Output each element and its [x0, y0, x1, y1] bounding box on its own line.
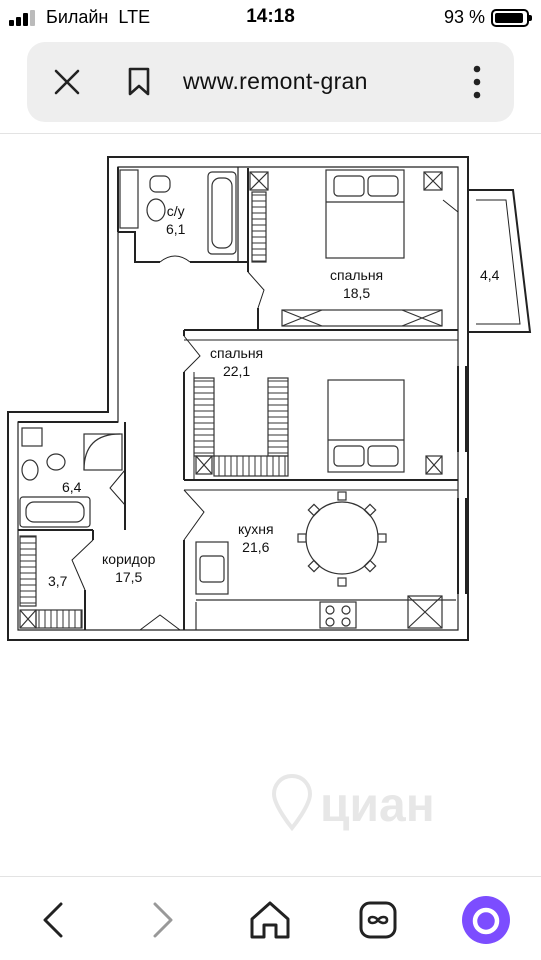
more-menu-icon[interactable]: [462, 62, 492, 102]
room-kitchen: кухня 21,6: [238, 520, 274, 556]
home-icon[interactable]: [245, 895, 295, 945]
room-area: 6,4: [62, 479, 82, 495]
room-name: с/у: [166, 203, 185, 219]
location-pin-icon: [271, 773, 313, 832]
alice-assistant-icon[interactable]: [461, 895, 511, 945]
room-balcony: 4,4: [480, 266, 499, 284]
room-area: 3,7: [48, 573, 68, 589]
url-text[interactable]: www.remont-gran: [183, 68, 368, 94]
room-bathroom-1: с/у 6,1: [166, 202, 185, 238]
signal-strength-icon: [9, 10, 41, 26]
room-bathroom-2: 6,4: [62, 478, 81, 496]
room-area: 21,6: [242, 539, 270, 555]
room-bedroom-2: спальня 22,1: [210, 344, 263, 380]
network-type: LTE: [118, 7, 151, 27]
room-area: 17,5: [115, 569, 143, 585]
room-area: 18,5: [342, 285, 371, 301]
address-bar[interactable]: www.remont-gran: [27, 42, 514, 122]
room-name: спальня: [330, 267, 384, 283]
bookmark-icon[interactable]: [119, 62, 159, 102]
room-area: 4,4: [480, 267, 500, 283]
room-area: 22,1: [222, 363, 251, 379]
room-name: кухня: [238, 521, 274, 537]
status-bar: Билайн LTE 14:18 93 %: [0, 0, 541, 36]
status-time: 14:18: [246, 6, 295, 27]
carrier-name: Билайн: [46, 7, 109, 27]
room-bedroom-1: спальня 18,5: [330, 266, 383, 302]
floor-plan-drawing: [7, 156, 532, 641]
divider: [0, 133, 541, 134]
tabs-icon[interactable]: [353, 895, 403, 945]
carrier-label: Билайн LTE: [46, 7, 150, 28]
room-area: 6,1: [166, 221, 186, 237]
back-arrow-icon[interactable]: [28, 895, 78, 945]
bottom-nav: [0, 877, 541, 960]
battery-icon: [491, 9, 532, 27]
cian-watermark: циан: [270, 772, 470, 842]
divider: [0, 876, 541, 877]
close-icon[interactable]: [47, 62, 87, 102]
floor-plan: с/у 6,1 спальня 18,5 4,4 спальня 22,1 6,…: [0, 140, 541, 660]
watermark-text: циан: [320, 779, 435, 832]
room-corridor: коридор 17,5: [102, 550, 155, 586]
battery-percent: 93 %: [443, 7, 485, 27]
room-name: спальня: [210, 345, 264, 361]
room-closet: 3,7: [48, 572, 67, 590]
forward-arrow-icon[interactable]: [138, 895, 188, 945]
room-name: коридор: [102, 551, 156, 567]
